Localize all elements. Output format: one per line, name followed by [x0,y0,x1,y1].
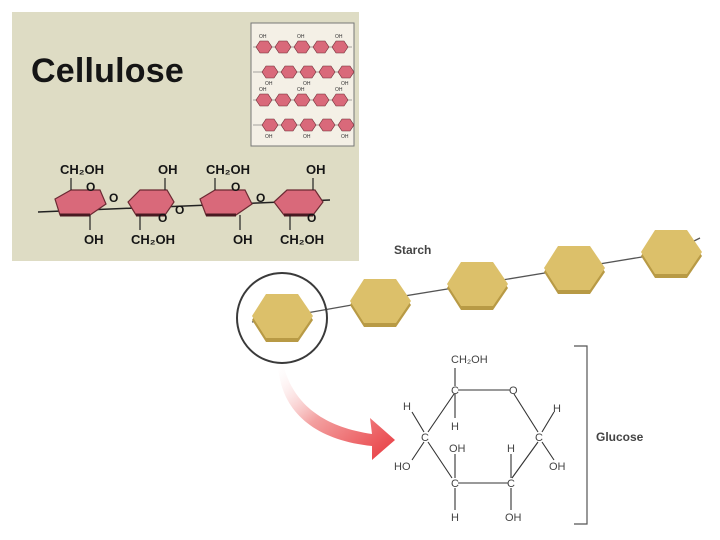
micro-glucose-hex [293,93,311,107]
cellulose-oh-label-bottom-1: OH [84,232,104,247]
micro-oh-label: OH [259,87,267,93]
micro-glucose-hex [299,118,317,132]
glucose-atom-labels: CH₂OH C O H H H C C OH H HO OH C C H OH [394,354,566,524]
glucose-c2-label: C [507,478,515,490]
micro-glucose-hex [337,118,355,132]
micro-glucose-hex [261,65,279,79]
micro-oh-label: OH [265,134,273,140]
micro-glucose-hex [299,65,317,79]
cellulose-ch2oh-label-3: CH₂OH [206,162,250,177]
micro-oh-label: OH [335,87,343,93]
micro-glucose-hex [261,118,279,132]
micro-glucose-hex [274,40,292,54]
micro-oh-label: OH [259,34,267,40]
magnifier-circle [236,272,328,364]
glucose-h-label-c1: H [553,403,561,415]
cellulose-ring-oxygen-2: O [158,211,167,225]
micro-glucose-hex [280,118,298,132]
micro-glucose-hex [280,65,298,79]
starch-glucose-unit-3 [447,262,508,310]
glucose-ring-oxygen-label: O [509,385,518,397]
cellulose-oh-label-top-2: OH [158,162,178,177]
micro-glucose-hex [312,93,330,107]
micro-glucose-hex [318,118,336,132]
glucose-structure [411,368,555,510]
micro-glucose-hex [255,40,273,54]
cellulose-oh-label-bottom-3: OH [233,232,253,247]
glucose-ho-label-c4: HO [394,461,411,473]
glucose-oh-label-c2: OH [505,512,522,524]
micro-oh-label: OH [335,34,343,40]
micro-glucose-hex [255,93,273,107]
micro-oh-label: OH [341,81,349,87]
cellulose-oh-label-top-4: OH [306,162,326,177]
cellulose-ring-3 [199,178,253,230]
glucose-c3-label: C [451,478,459,490]
micro-oh-label: OH [297,87,305,93]
cellulose-ring-4 [273,178,324,230]
glucose-c1-label: C [535,432,543,444]
starch-glucose-unit-4 [544,246,605,294]
cellulose-bridge-oxygen-1: O [109,191,118,205]
cellulose-bridge-oxygen-3: O [256,191,265,205]
glucose-oh-label-c1: OH [549,461,566,473]
starch-glucose-unit-1 [252,294,313,342]
cellulose-title: Cellulose [31,52,184,90]
glucose-c4-label: C [421,432,429,444]
cellulose-chain: CH₂OH OH CH₂OH OH OH CH₂OH OH CH₂OH O O … [37,162,331,247]
micro-oh-label: OH [297,34,305,40]
micro-oh-label: OH [265,81,273,87]
cellulose-ring-oxygen-3: O [231,180,240,194]
glucose-ch2oh-label: CH₂OH [451,354,488,366]
micro-glucose-hex [312,40,330,54]
micro-glucose-hex [331,93,349,107]
micro-oh-label: OH [303,134,311,140]
micro-glucose-hex [331,40,349,54]
cellulose-bridge-oxygen-2: O [175,203,184,217]
cellulose-ring-1 [54,178,107,230]
glucose-label: Glucose [596,430,644,444]
micro-glucose-hex [318,65,336,79]
glucose-oh-label-c3: OH [449,443,466,455]
glucose-h-label-c2: H [507,443,515,455]
cellulose-ch2oh-label-1: CH₂OH [60,162,104,177]
cellulose-ring-oxygen-4: O [307,211,316,225]
micro-glucose-hex [293,40,311,54]
starch-glucose-unit-5 [641,230,702,278]
glucose-h-label-c3: H [451,512,459,524]
glucose-c5-label: C [451,385,459,397]
glucose-h-label-c4: H [403,401,411,413]
starch-chain: Starch [251,230,702,342]
cellulose-ch2oh-label-bottom-2: CH₂OH [131,232,175,247]
starch-glucose-unit-2 [350,279,411,327]
starch-label: Starch [394,243,431,257]
cellulose-ring-oxygen-1: O [86,180,95,194]
micro-oh-label: OH [341,134,349,140]
glucose-h-label-c5: H [451,421,459,433]
micro-glucose-hex [274,93,292,107]
zoom-arrow-icon [278,364,395,460]
cellulose-ch2oh-label-bottom-4: CH₂OH [280,232,324,247]
glucose-bracket [574,345,588,525]
cellulose-ring-2 [127,178,175,230]
micro-glucose-hex [337,65,355,79]
micro-oh-label: OH [303,81,311,87]
